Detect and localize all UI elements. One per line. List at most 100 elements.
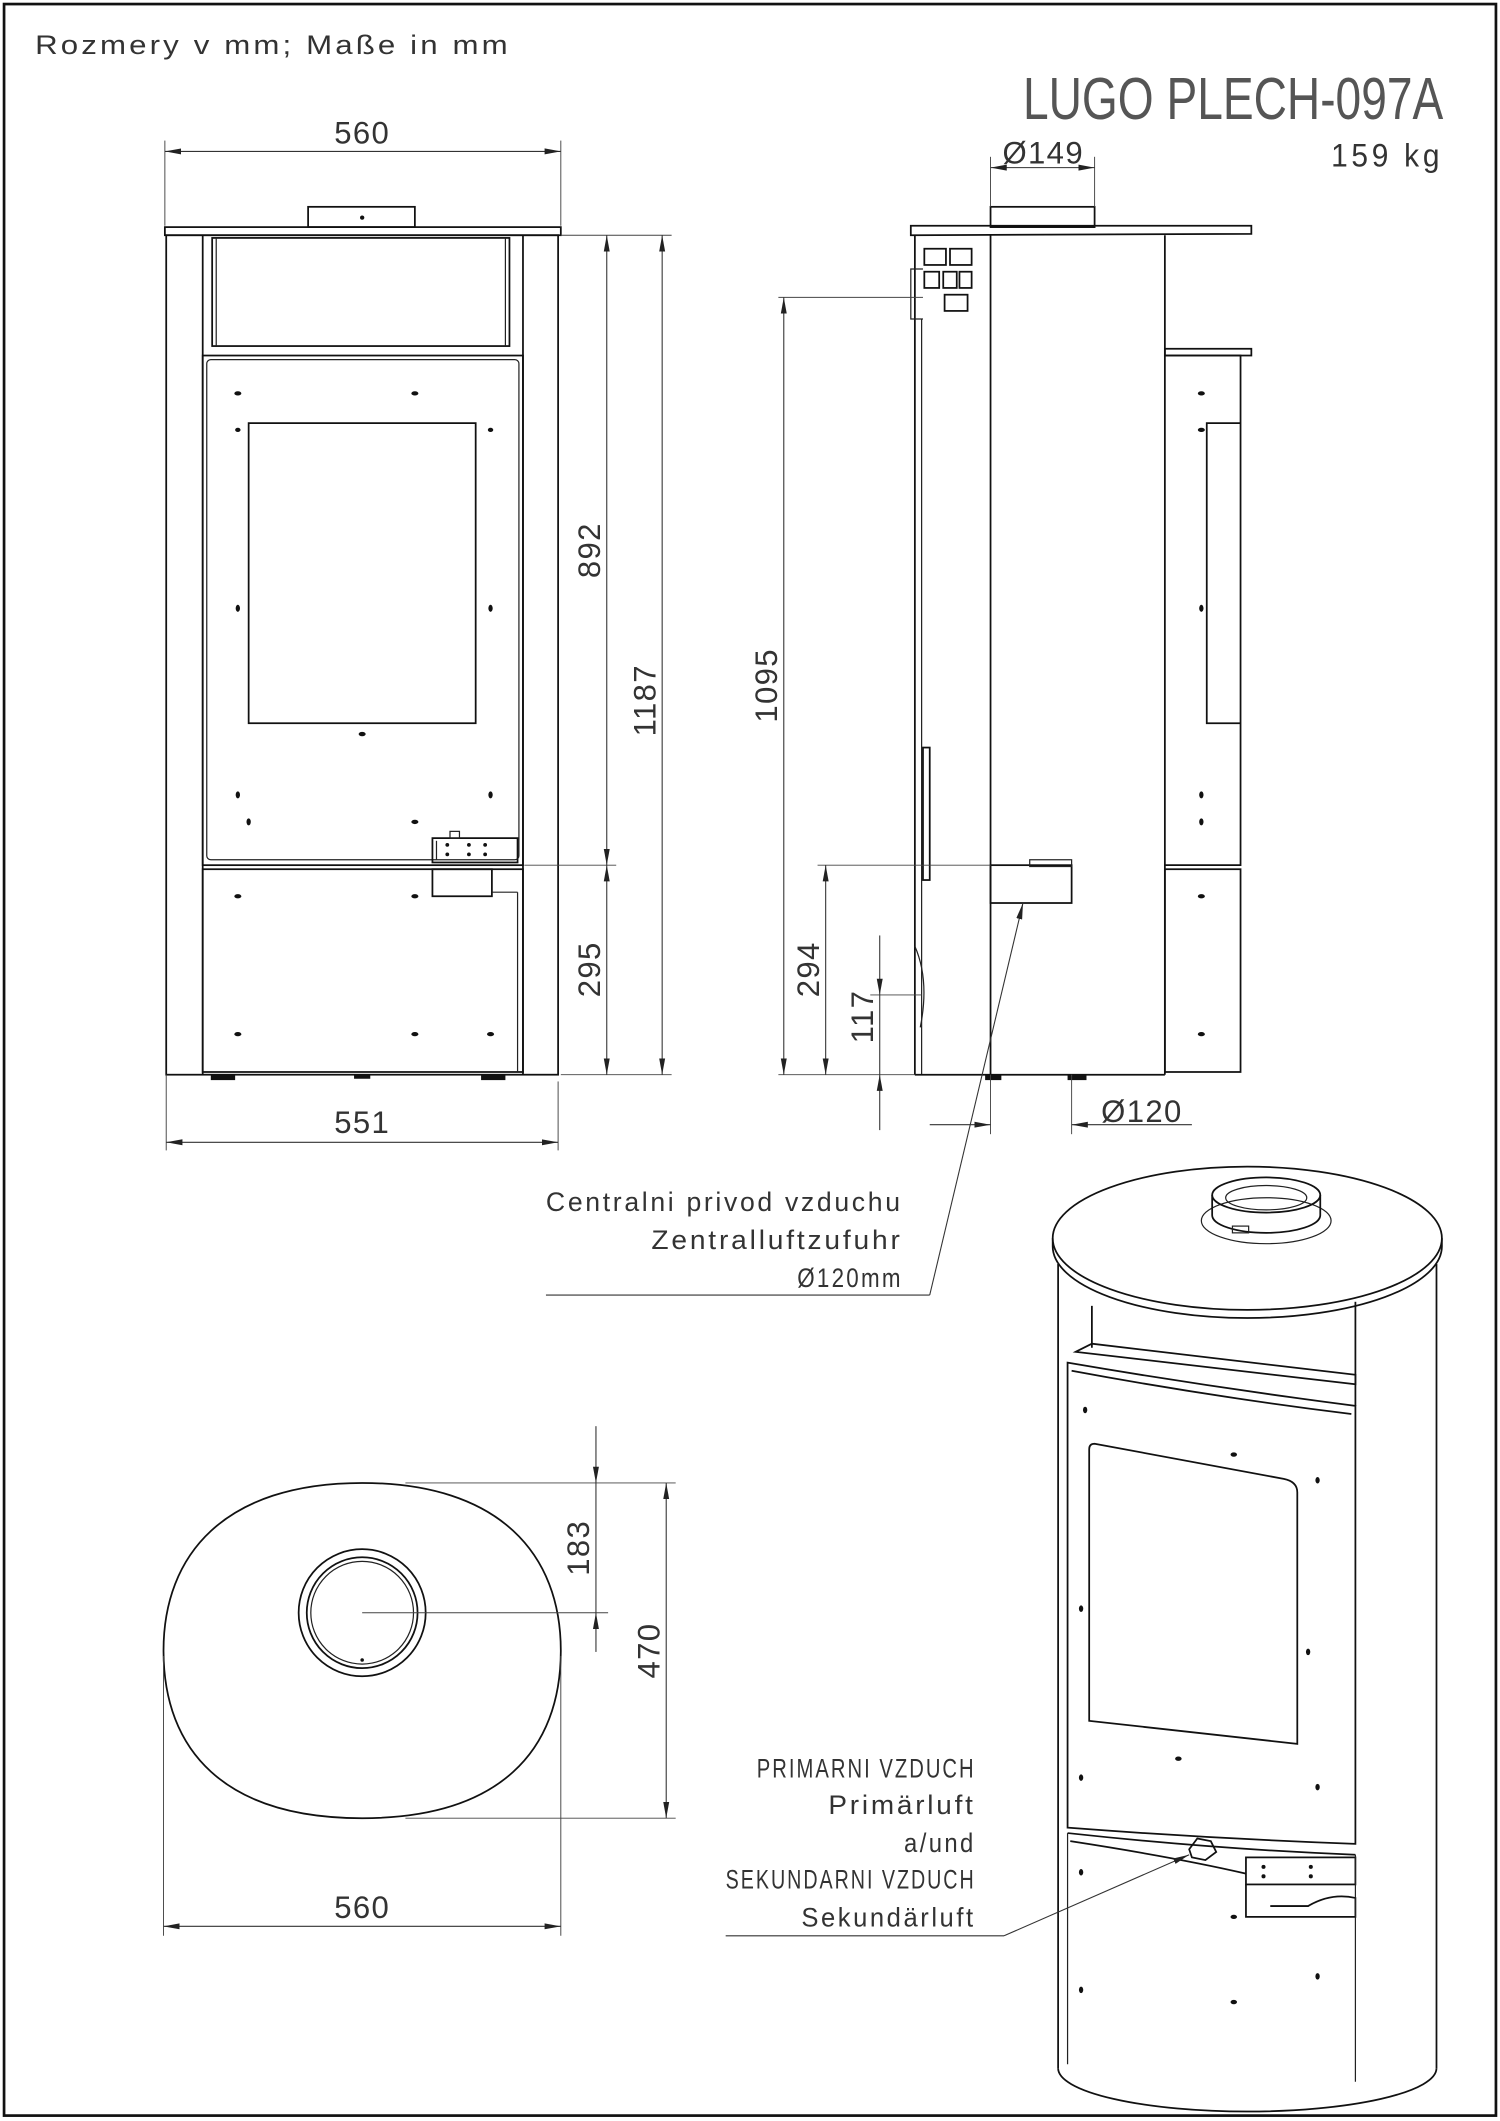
dimension-flue-outlet-height: 1095 — [749, 648, 784, 723]
compartment-shelf — [1072, 1342, 1357, 1386]
air-control-strip-bottom — [1070, 1840, 1247, 1875]
screw — [235, 604, 240, 612]
lower-panel-screws — [1078, 1869, 1320, 2005]
flue-screw — [360, 1658, 364, 1662]
screw — [1078, 1986, 1084, 1994]
rear-curve — [914, 946, 925, 1028]
dimension-air-control-height: 295 — [572, 941, 607, 997]
slider-dot — [445, 842, 450, 847]
callout-air-line1: PRIMARNI VZDUCH — [757, 1754, 976, 1784]
door-screws — [234, 391, 494, 826]
connector — [949, 247, 973, 266]
flue-collar-inner — [1225, 1184, 1308, 1211]
door-panel-3d — [1066, 1361, 1357, 1845]
top-view — [162, 1482, 609, 1820]
top-plate-surface — [1051, 1165, 1443, 1311]
dimension-top-width: 560 — [334, 115, 390, 150]
foot-left — [210, 1074, 236, 1081]
callout-central-air-line2: Zentralluftzufuhr — [651, 1225, 902, 1255]
central-air-callout: Centralni privod vzduchu Zentralluftzufu… — [546, 902, 1024, 1296]
slider-dot — [1308, 1874, 1313, 1879]
air-control-callout: PRIMARNI VZDUCH Primärluft a/und SEKUNDA… — [725, 1754, 1190, 1937]
connector — [923, 270, 941, 289]
door-screws-3d — [1078, 1406, 1320, 1791]
weight-label: 159 kg — [1331, 137, 1443, 173]
front-view-dimensions: 560 892 295 1187 551 — [164, 115, 672, 1151]
screw — [1082, 1406, 1088, 1414]
screw — [488, 791, 493, 799]
callout-air-line2: Primärluft — [828, 1790, 975, 1820]
callout-air-line5: Sekundärluft — [801, 1902, 975, 1932]
screw — [1199, 604, 1204, 612]
screw — [1078, 1774, 1084, 1781]
flue-collar-screw — [1231, 1225, 1250, 1234]
screw — [411, 819, 419, 825]
screw — [1230, 1452, 1238, 1457]
screw — [1199, 818, 1204, 826]
ash-drawer-handle-recess — [431, 868, 493, 898]
screw — [235, 791, 240, 799]
flue-collar-side — [989, 205, 1096, 228]
screw — [411, 1031, 419, 1037]
air-inlet-flange — [1029, 859, 1073, 868]
top-plate-outline — [162, 1482, 562, 1820]
flue-collar-top — [1211, 1176, 1322, 1214]
top-view-dimensions: 183 470 560 — [163, 1426, 676, 1936]
drawer-screws — [234, 894, 495, 1037]
door-glass — [247, 422, 477, 725]
door-glass-3d — [1088, 1442, 1299, 1745]
screw — [1197, 427, 1205, 433]
slider-dot — [467, 852, 471, 857]
door-frame — [201, 354, 524, 867]
dimension-air-inlet-top-height: 294 — [791, 941, 826, 997]
screw — [1175, 1756, 1182, 1761]
foot-right — [481, 1074, 506, 1081]
callout-air-line4: SEKUNDARNI VZDUCH — [726, 1864, 976, 1894]
side-view — [909, 205, 1253, 1081]
connector — [943, 293, 969, 312]
screw — [487, 1031, 495, 1037]
screw — [411, 894, 419, 899]
screw — [358, 731, 366, 737]
callout-leader — [929, 902, 1024, 1296]
rear-bracket — [910, 268, 923, 320]
dimension-air-inlet-diameter: Ø120 — [1101, 1094, 1182, 1129]
dimension-width: 560 — [334, 1890, 390, 1925]
flue-collar-ring — [1200, 1197, 1332, 1245]
door-top-lip — [1071, 1369, 1352, 1415]
top-plate-side — [909, 224, 1253, 237]
connector — [958, 270, 973, 289]
dimension-flue-diameter: Ø149 — [1003, 136, 1084, 171]
foot-center — [354, 1074, 371, 1079]
dimension-door-top-height: 892 — [572, 522, 607, 578]
rear-handle — [922, 746, 931, 881]
perspective-view — [1051, 1165, 1443, 2113]
dimension-flue-offset: 183 — [561, 1520, 596, 1576]
model-title: LUGO PLECH-097A — [1023, 65, 1444, 132]
side-view-dimensions: Ø149 1095 294 117 Ø120 — [749, 136, 1192, 1135]
connector — [923, 247, 947, 266]
top-plate-edge — [1051, 1238, 1443, 1319]
screw — [1315, 1783, 1320, 1791]
slider-dot — [1308, 1864, 1313, 1869]
screw — [235, 427, 241, 433]
ash-drawer-side — [1163, 868, 1242, 1073]
foot-side-front — [1067, 1074, 1087, 1081]
air-control-knob — [1188, 1837, 1218, 1862]
screw — [1078, 1605, 1084, 1612]
ash-drawer-opening — [1245, 1884, 1357, 1918]
dimension-depth: 470 — [631, 1623, 666, 1679]
ash-drawer — [201, 868, 524, 1073]
slider-dot — [1261, 1864, 1266, 1869]
dimension-air-inlet-center-height: 117 — [845, 990, 880, 1044]
screw — [1315, 1973, 1320, 1980]
air-control-slider-3d — [1245, 1856, 1357, 1886]
collar-screw — [360, 215, 365, 220]
title-block: Rozmery v mm; Maße in mm LUGO PLECH-097A… — [35, 30, 1443, 173]
units-note: Rozmery v mm; Maße in mm — [35, 30, 511, 60]
screw — [1078, 1869, 1084, 1876]
screw — [1199, 791, 1204, 799]
dimension-overall-height: 1187 — [627, 664, 662, 736]
door-profile — [1164, 354, 1242, 867]
